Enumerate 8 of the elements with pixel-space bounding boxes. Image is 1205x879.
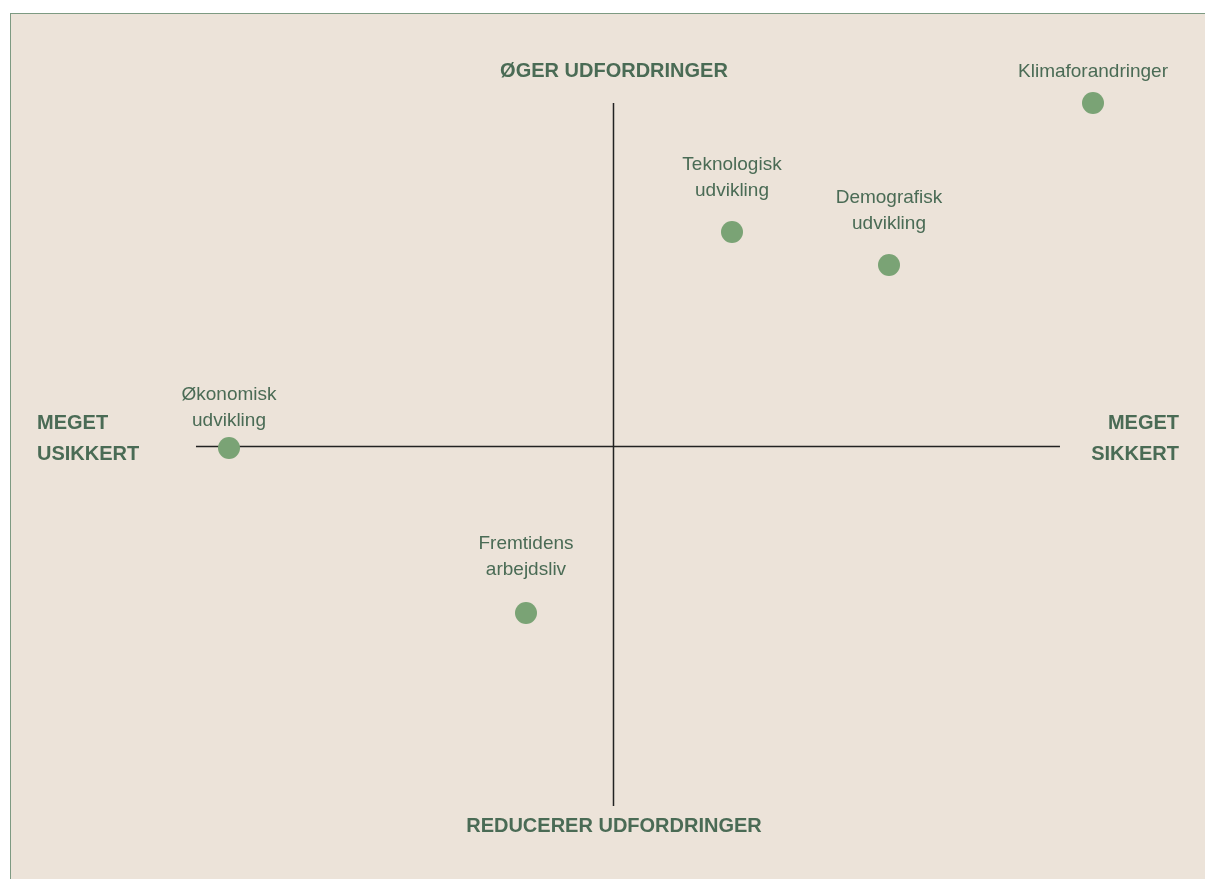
point-label: Økonomisk udvikling	[180, 382, 278, 432]
axis-label: REDUCERER UDFORDRINGER	[465, 813, 763, 838]
axis-label: MEGET SIKKERT	[1090, 410, 1179, 466]
point-label: Teknologisk udvikling	[681, 152, 783, 202]
point-label: Klimaforandringer	[1017, 59, 1169, 83]
point-label: Fremtidens arbejdsliv	[477, 531, 575, 581]
axis-label: ØGER UDFORDRINGER	[499, 58, 729, 83]
point-label: Demografisk udvikling	[834, 185, 944, 235]
